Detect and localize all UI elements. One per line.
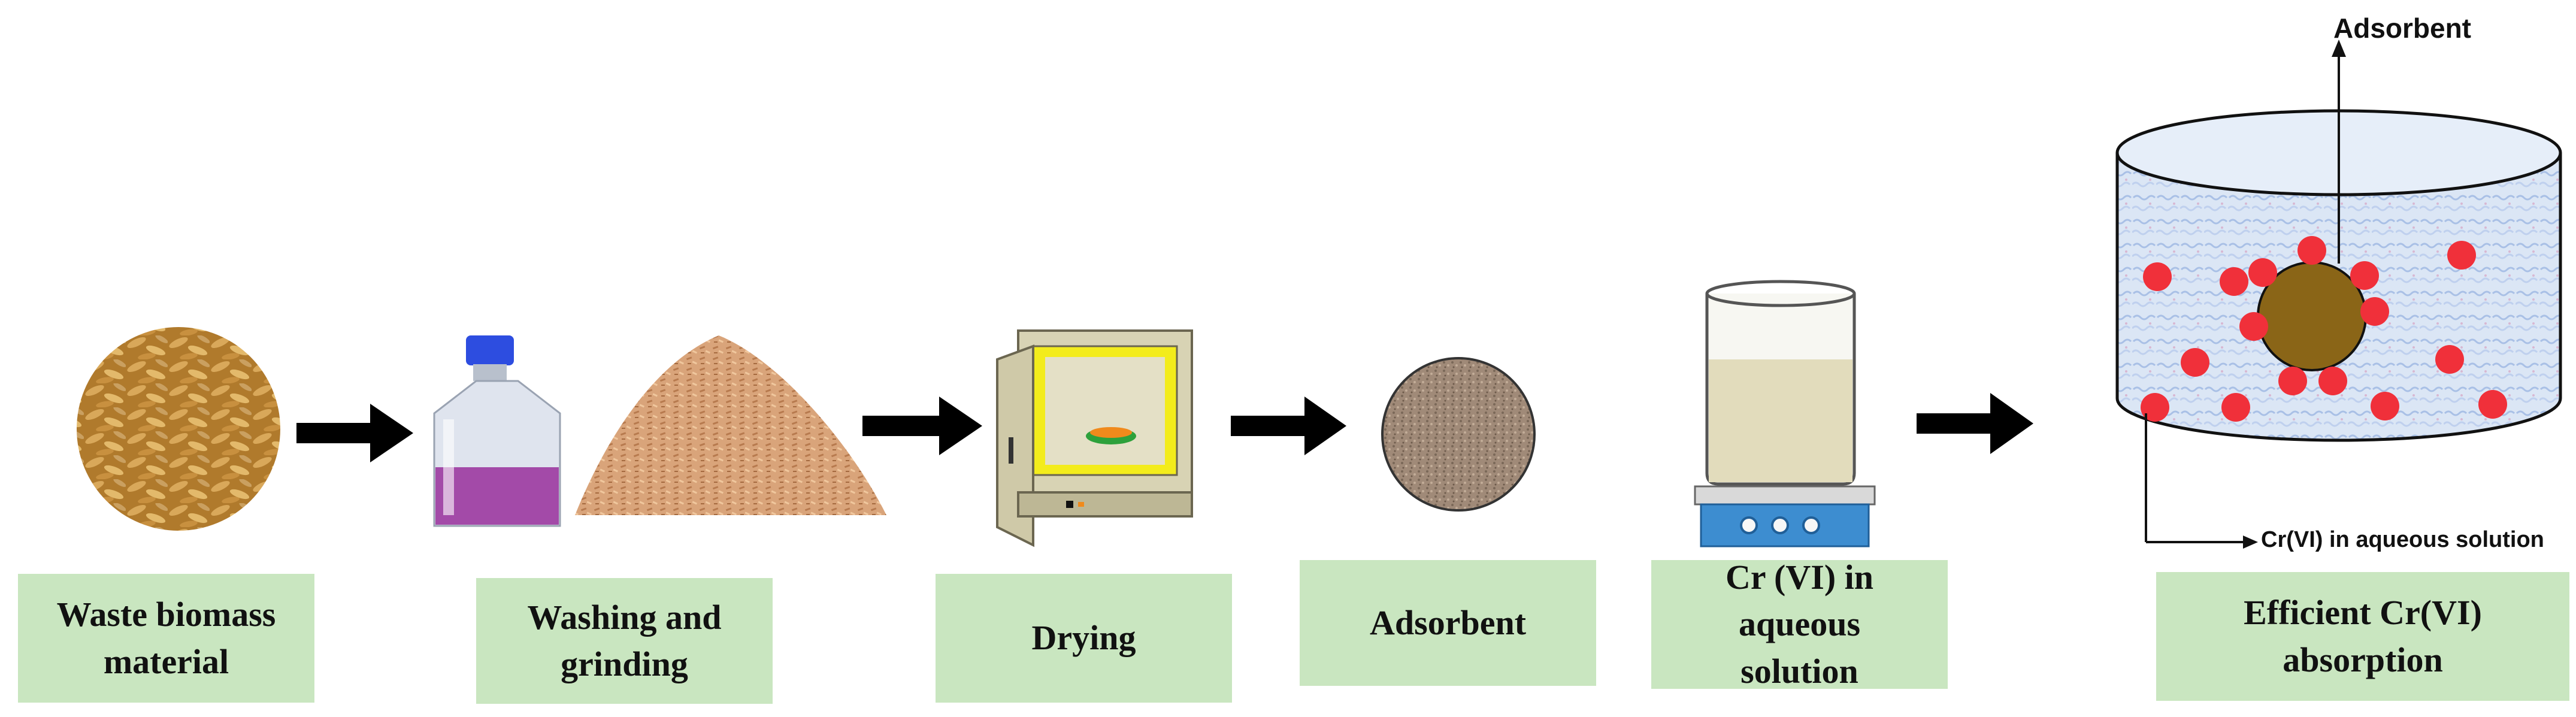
step-label-line: absorption bbox=[2283, 640, 2443, 679]
step-label-adsorbent: Adsorbent bbox=[1300, 560, 1596, 686]
step-label-line: Washing and bbox=[527, 597, 722, 637]
step-label-efficient-absorption: Efficient Cr(VI) absorption bbox=[2156, 572, 2569, 701]
step-label-drying: Drying bbox=[936, 574, 1232, 703]
step-label-line: Waste biomass bbox=[56, 595, 276, 634]
oven-icon bbox=[996, 329, 1193, 547]
step-label-line: solution bbox=[1740, 651, 1858, 691]
flow-arrow-1 bbox=[296, 404, 413, 462]
flow-arrow-4 bbox=[1917, 393, 2033, 454]
step-label-waste-biomass: Waste biomass material bbox=[18, 574, 314, 703]
step-label-line: Adsorbent bbox=[1369, 603, 1527, 642]
step-label-line: Efficient Cr(VI) bbox=[2244, 593, 2482, 633]
adsorbent-annotation: Adsorbent bbox=[2333, 13, 2471, 44]
adsorption-cylinder-icon bbox=[2115, 40, 2562, 549]
sawdust-pile-icon bbox=[575, 335, 886, 515]
beaker-on-stirrer-icon bbox=[1694, 280, 1876, 547]
rice-husk-icon bbox=[77, 327, 280, 531]
step-label-line: Drying bbox=[1031, 618, 1136, 658]
step-label-line: grinding bbox=[561, 645, 688, 683]
cr-vi-ions bbox=[2141, 236, 2507, 422]
flow-arrow-2 bbox=[862, 397, 982, 455]
cr-vi-solution-annotation: Cr(VI) in aqueous solution bbox=[2261, 527, 2544, 552]
step-label-line: Cr (VI) in aqueous bbox=[1725, 558, 1874, 644]
step-label-washing-grinding: Washing and grinding bbox=[476, 578, 773, 704]
bottle-icon bbox=[433, 335, 561, 527]
adsorbent-disc-icon bbox=[1381, 357, 1536, 512]
flow-arrow-3 bbox=[1231, 397, 1346, 455]
step-label-line: material bbox=[103, 642, 229, 681]
step-label-cr-vi-solution: Cr (VI) in aqueous solution bbox=[1651, 558, 1948, 691]
